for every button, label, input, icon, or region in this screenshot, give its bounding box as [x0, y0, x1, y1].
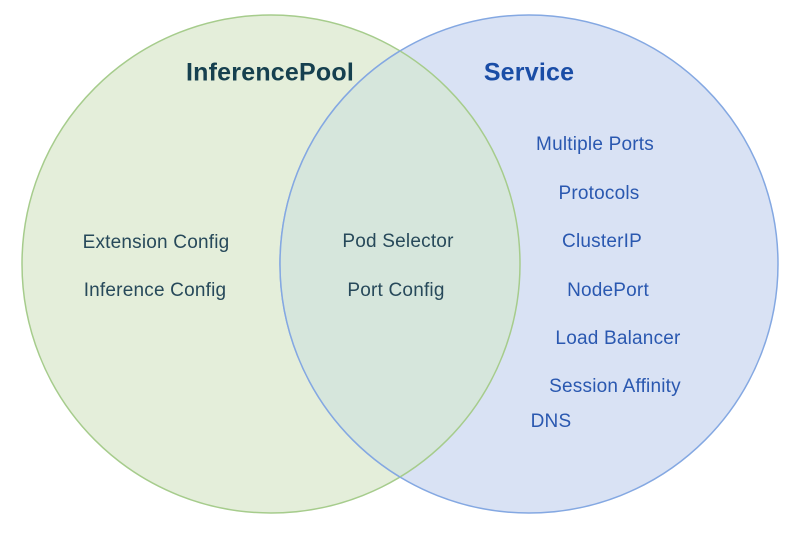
right-item-protocols: Protocols [558, 183, 640, 204]
service-title: Service [483, 58, 575, 87]
right-item-nodeport: NodePort [567, 280, 649, 301]
service-circle-arc [279, 15, 520, 513]
left-item-inference-config: Inference Config [83, 280, 227, 301]
right-item-multiple-ports: Multiple Ports [536, 134, 654, 155]
intersection-item-pod-selector: Pod Selector [342, 231, 454, 252]
right-item-load-balancer: Load Balancer [555, 328, 681, 349]
inferencepool-title: InferencePool [186, 58, 354, 87]
right-item-clusterip: ClusterIP [562, 231, 642, 252]
right-item-session-affinity: Session Affinity [549, 376, 681, 397]
right-item-dns: DNS [530, 411, 572, 432]
intersection-item-port-config: Port Config [347, 280, 445, 301]
intersection-region [280, 15, 521, 513]
left-item-extension-config: Extension Config [82, 232, 230, 253]
